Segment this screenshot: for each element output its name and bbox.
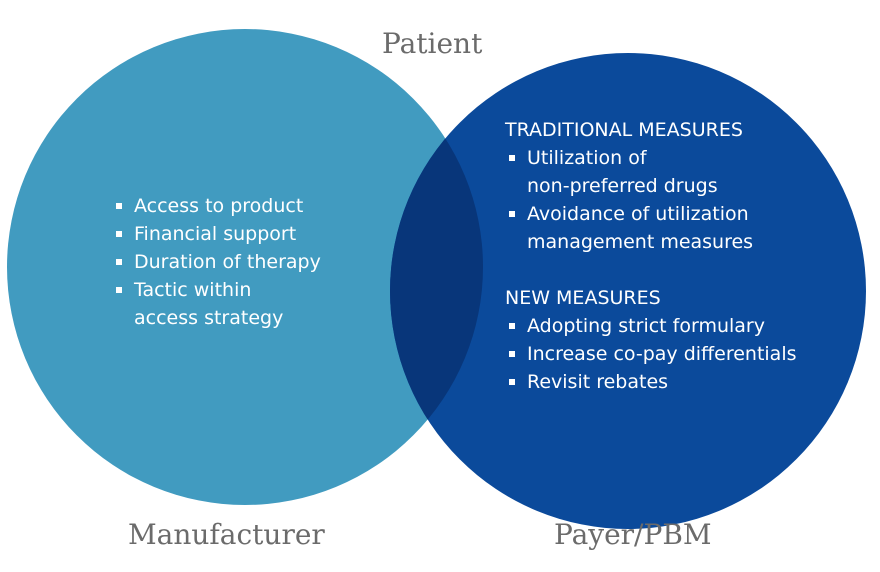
bullet-item: Adopting strict formulary <box>505 312 845 340</box>
bullet-item: Revisit rebates <box>505 368 845 396</box>
bullet-item: Financial support <box>112 220 412 248</box>
bullet-item: Duration of therapy <box>112 248 412 276</box>
payer-label: Payer/PBM <box>554 518 712 551</box>
manufacturer-label: Manufacturer <box>128 518 325 551</box>
new-measures-heading: NEW MEASURES <box>505 287 661 309</box>
bullet-item: Utilization of non-preferred drugs <box>505 144 835 200</box>
traditional-measures-heading: TRADITIONAL MEASURES <box>505 119 743 141</box>
bullet-item: Avoidance of utilization management meas… <box>505 200 835 256</box>
bullet-item: Increase co-pay differentials <box>505 340 845 368</box>
payer-circle <box>390 53 866 529</box>
manufacturer-bullet-list: Access to product Financial support Dura… <box>112 192 412 332</box>
patient-label: Patient <box>382 27 483 60</box>
manufacturer-circle <box>7 29 483 505</box>
bullet-item: Tactic within access strategy <box>112 276 412 332</box>
new-measures-list: Adopting strict formulary Increase co-pa… <box>505 312 845 396</box>
traditional-measures-list: Utilization of non-preferred drugs Avoid… <box>505 144 835 256</box>
bullet-item: Access to product <box>112 192 412 220</box>
